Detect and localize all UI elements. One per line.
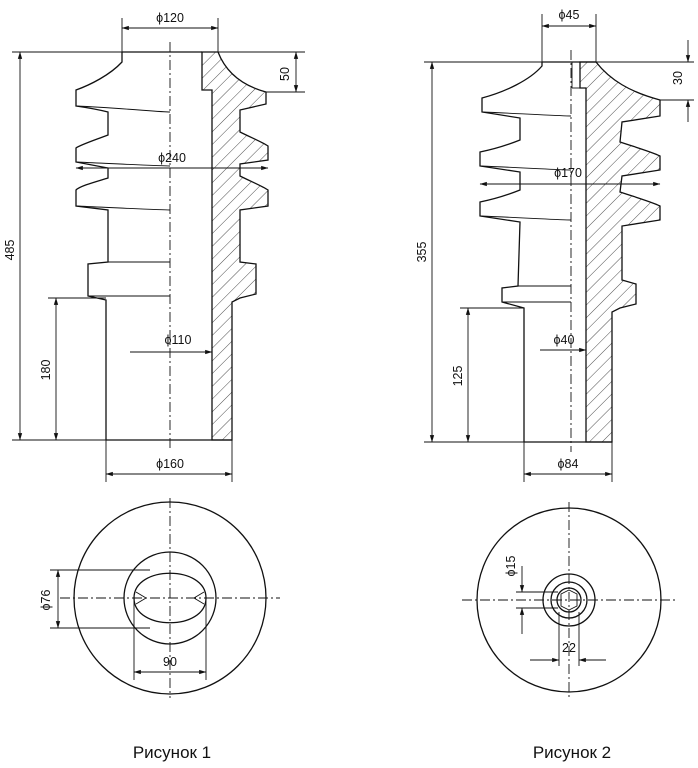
fig1-dim-shed-dia: ϕ240 [75,151,269,171]
fig2-plan-view [462,502,676,698]
svg-text:ϕ120: ϕ120 [156,11,184,25]
fig1-insulator-side-view [75,42,269,450]
svg-text:ϕ15: ϕ15 [504,556,518,577]
svg-text:90: 90 [163,655,177,669]
svg-text:ϕ170: ϕ170 [554,166,582,180]
fig2-dim-plan-hole: ϕ15 [504,556,558,634]
fig2-insulator-side-view [479,50,661,452]
fig2-dim-top-height: 30 [596,40,694,122]
fig2-dim-shed-dia: ϕ170 [479,166,661,187]
fig2-dim-plan-width: 22 [530,612,606,666]
fig1-dim-plan-width: 90 [133,600,207,680]
fig1-plan-view [60,498,280,698]
svg-text:50: 50 [278,67,292,81]
svg-text:ϕ40: ϕ40 [554,333,575,347]
fig2-dim-top-dia: ϕ45 [541,8,597,62]
svg-text:125: 125 [451,366,465,387]
fig2-caption: Рисунок 2 [533,743,611,762]
fig1-dim-lower-height: 180 [39,297,106,441]
fig2-section-hatch [579,61,661,443]
fig2-dim-lower-height: 125 [451,307,524,443]
svg-text:22: 22 [562,641,576,655]
fig2-dim-bore-dia: ϕ40 [540,333,587,353]
fig2-dim-total-height: 355 [415,61,542,443]
svg-text:ϕ76: ϕ76 [39,590,53,611]
svg-text:ϕ45: ϕ45 [559,8,580,22]
svg-text:180: 180 [39,360,53,381]
svg-text:485: 485 [3,240,17,261]
fig1-dim-top-height: 50 [218,51,305,93]
svg-text:30: 30 [671,71,685,85]
fig2-dim-base-dia: ϕ84 [523,442,613,482]
figure-1: ϕ120 50 ϕ240 485 180 ϕ110 [3,11,305,762]
fig1-dim-plan-inner: ϕ76 [39,569,150,629]
svg-text:ϕ160: ϕ160 [156,457,184,471]
fig1-section-hatch [201,51,269,441]
fig1-dim-base-dia: ϕ160 [105,440,233,482]
svg-text:ϕ110: ϕ110 [165,333,192,347]
svg-text:355: 355 [415,242,429,263]
fig1-dim-bore-dia: ϕ110 [130,333,213,355]
svg-text:ϕ84: ϕ84 [558,457,579,471]
svg-text:ϕ240: ϕ240 [158,151,186,165]
fig1-caption: Рисунок 1 [133,743,211,762]
figure-2: ϕ45 30 ϕ170 355 125 ϕ40 [415,8,694,762]
fig1-dim-total-height: 485 [3,51,122,441]
fig1-dim-top-dia: ϕ120 [121,11,219,52]
